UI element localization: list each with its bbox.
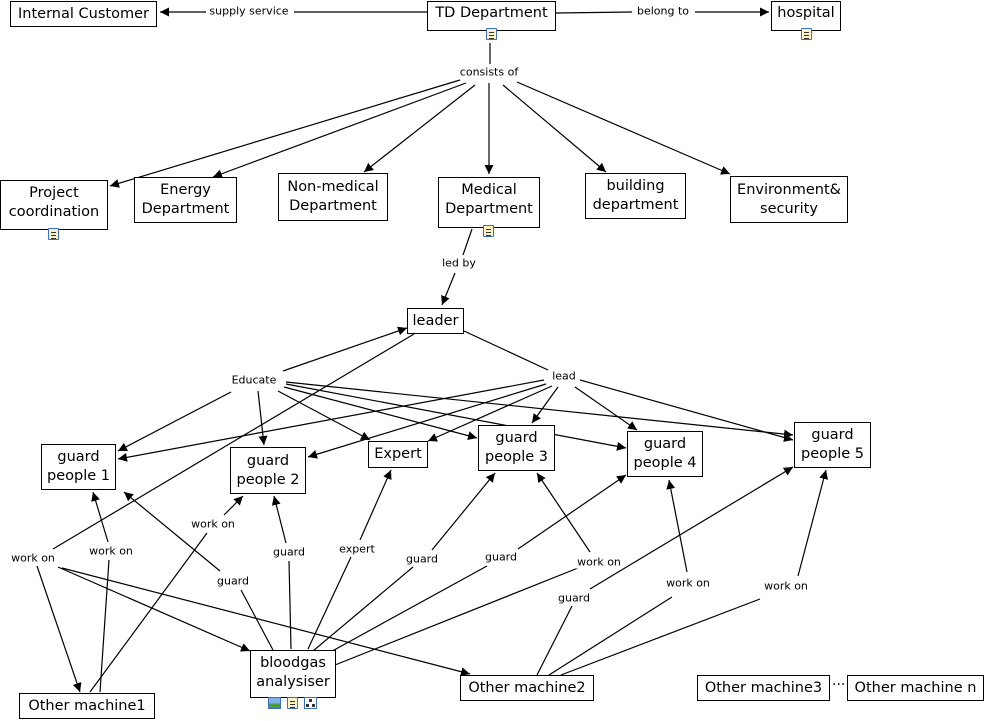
edge-educate-to-guard5 xyxy=(285,381,794,439)
edge-guard-g4-to-guard4 xyxy=(517,474,627,550)
edge-machine2-to-work-on-g5 xyxy=(560,598,761,676)
edge-bloodgas-to-expert-label xyxy=(307,556,352,650)
document-icon[interactable] xyxy=(483,225,494,237)
document-icon[interactable] xyxy=(486,28,497,40)
edge-bloodgas-to-work-on-g3 xyxy=(334,567,579,666)
edge-educate-to-leader xyxy=(282,326,408,372)
edge-machine2-to-work-on-g4 xyxy=(548,596,673,676)
node-bloodgas-analysiser[interactable]: bloodgas analysiser xyxy=(250,650,336,698)
edge-consists-to-project xyxy=(109,79,461,188)
edge-leader-to-work-on xyxy=(52,333,415,550)
edge-lead-to-guard4 xyxy=(574,386,638,431)
label-guard-m2[interactable]: guard xyxy=(555,591,593,605)
label-supply-service[interactable]: supply service xyxy=(207,4,291,18)
edge-lead-to-guard2 xyxy=(307,383,547,459)
edge-lead-to-guard3 xyxy=(531,386,559,424)
node-other-machine3[interactable]: Other machine3 xyxy=(697,675,830,701)
edge-guard-g2-to-guard2 xyxy=(271,495,287,544)
node-non-medical-department[interactable]: Non-medical Department xyxy=(278,173,388,221)
label-consists-of[interactable]: consists of xyxy=(457,65,521,79)
edge-leader-to-lead xyxy=(463,330,549,371)
edge-educate-to-expert xyxy=(277,390,371,441)
label-guard-g1[interactable]: guard xyxy=(214,574,252,588)
concept-map-icon[interactable] xyxy=(304,697,317,709)
edge-consists-to-environment xyxy=(516,81,731,175)
label-work-on-left[interactable]: work on xyxy=(9,551,57,565)
edge-educate-to-guard2 xyxy=(257,390,268,446)
label-work-on-g1[interactable]: work on xyxy=(87,544,135,558)
node-guard-people-2[interactable]: guard people 2 xyxy=(230,447,306,494)
node-other-machine2[interactable]: Other machine2 xyxy=(460,675,594,701)
node-guard-people-1[interactable]: guard people 1 xyxy=(41,444,116,490)
edge-work-on-g2-to-guard2 xyxy=(223,495,244,516)
node-other-machine1[interactable]: Other machine1 xyxy=(19,693,155,719)
label-expert[interactable]: expert xyxy=(337,542,377,556)
node-project-coordination[interactable]: Project coordination xyxy=(0,180,108,230)
edge-expert-label-to-expert xyxy=(359,469,392,541)
document-icon[interactable] xyxy=(48,228,59,240)
node-td-department[interactable]: TD Department xyxy=(427,1,556,31)
node-internal-customer[interactable]: Internal Customer xyxy=(10,1,157,27)
edge-guard-g3-to-guard3 xyxy=(431,472,496,551)
label-guard-g4[interactable]: guard xyxy=(482,550,520,564)
node-leader[interactable]: leader xyxy=(407,308,464,334)
edge-bloodgas-to-guard-g1 xyxy=(240,589,274,651)
edge-machine2-to-guard-m2 xyxy=(536,605,573,676)
edge-work-on-to-bloodgas xyxy=(57,566,251,652)
label-led-by[interactable]: led by xyxy=(440,256,478,270)
label-belong-to[interactable]: belong to xyxy=(634,4,692,18)
edge-educate-to-guard1 xyxy=(117,391,232,452)
edge-work-on-g5-to-guard5 xyxy=(797,469,829,577)
image-icon[interactable] xyxy=(268,697,281,709)
node-energy-department[interactable]: Energy Department xyxy=(134,177,237,223)
node-medical-department[interactable]: Medical Department xyxy=(438,177,540,228)
edge-educate-to-guard4 xyxy=(285,383,627,451)
edge-td-to-belong-to xyxy=(555,11,633,14)
edge-bloodgas-to-guard-g2 xyxy=(288,560,292,650)
edge-medical-to-led-by xyxy=(462,228,473,256)
edge-work-on-g1-to-guard1 xyxy=(91,491,109,543)
label-work-on-g2[interactable]: work on xyxy=(189,517,237,531)
node-hospital[interactable]: hospital xyxy=(771,1,841,31)
edge-machine1-to-work-on-g1 xyxy=(99,559,110,693)
label-work-on-g3[interactable]: work on xyxy=(575,555,623,569)
node-building-department[interactable]: building department xyxy=(585,173,686,219)
edge-consists-to-energy xyxy=(212,82,467,179)
ellipsis-separator: ... xyxy=(832,673,846,689)
edge-work-on-g3-to-guard3 xyxy=(536,472,591,553)
node-environment-security[interactable]: Environment& security xyxy=(730,176,848,223)
edge-bloodgas-to-guard-g3 xyxy=(312,566,414,652)
node-expert[interactable]: Expert xyxy=(368,441,428,468)
edge-consists-to-nonmedical xyxy=(363,84,476,173)
node-other-machine-n[interactable]: Other machine n xyxy=(847,675,984,701)
label-work-on-g4[interactable]: work on xyxy=(664,576,712,590)
edge-guard-m2-to-guard5 xyxy=(589,466,794,590)
node-guard-people-4[interactable]: guard people 4 xyxy=(627,431,703,477)
edge-guard-g1-to-guard1 xyxy=(123,491,221,572)
edge-led-by-to-leader xyxy=(441,272,456,306)
edge-work-on-to-machine2 xyxy=(61,567,471,677)
label-educate[interactable]: Educate xyxy=(229,373,279,387)
document-icon[interactable] xyxy=(287,697,298,709)
edge-consists-to-building xyxy=(502,84,607,173)
edge-work-on-g4-to-guard4 xyxy=(666,479,688,573)
edge-work-on-to-machine1 xyxy=(36,565,82,693)
node-guard-people-3[interactable]: guard people 3 xyxy=(478,425,555,471)
label-guard-g2[interactable]: guard xyxy=(270,545,308,559)
label-work-on-g5[interactable]: work on xyxy=(762,579,810,593)
label-lead[interactable]: lead xyxy=(550,369,578,383)
edge-lead-to-guard5 xyxy=(579,379,794,442)
node-guard-people-5[interactable]: guard people 5 xyxy=(794,422,871,468)
edge-lead-to-guard1 xyxy=(117,379,545,462)
edge-machine1-to-work-on-g2 xyxy=(89,532,208,693)
edge-lead-to-expert xyxy=(427,385,553,442)
document-icon[interactable] xyxy=(801,28,812,40)
edge-educate-to-guard3 xyxy=(283,386,478,441)
label-guard-g3[interactable]: guard xyxy=(403,552,441,566)
edge-bloodgas-to-guard-g4 xyxy=(324,565,488,656)
